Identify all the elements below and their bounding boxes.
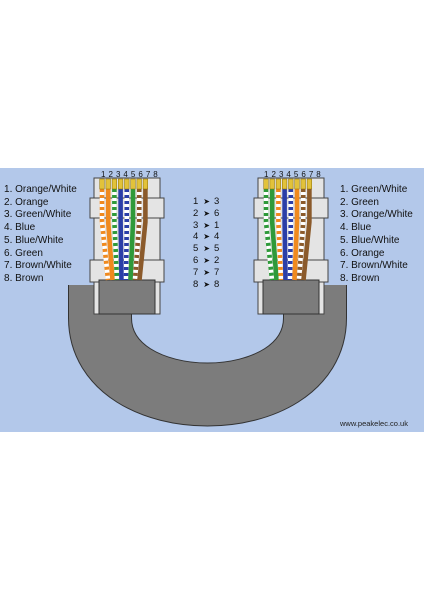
pin-map-row: 7➤7 xyxy=(193,266,220,278)
legend-row-7: 7. Brown/White xyxy=(340,260,408,272)
legend-row-6: 6. Green xyxy=(4,247,43,259)
arrow-right-icon: ➤ xyxy=(203,232,210,242)
gold-contact xyxy=(282,178,288,190)
left-wire-legend: 1. Orange/White 2. Orange 3. Green/White… xyxy=(4,184,77,286)
gold-contact xyxy=(105,178,111,190)
gold-contact xyxy=(130,178,136,190)
arrow-right-icon: ➤ xyxy=(203,267,210,277)
wire-stripe xyxy=(123,186,130,281)
legend-row-8: 8. Brown xyxy=(4,272,44,284)
gold-contact xyxy=(99,178,105,190)
pin-map-row: 3➤1 xyxy=(193,219,220,231)
website-credit: www.peakelec.co.uk xyxy=(340,419,408,428)
wire-stripe xyxy=(99,186,111,281)
pin-map-row: 2➤6 xyxy=(193,207,220,219)
cable-illustration xyxy=(68,177,347,427)
wire-stripe xyxy=(287,186,294,281)
right-wire-legend: 1. Green/White 2. Green 3. Orange/White … xyxy=(340,184,413,286)
wire-stripe xyxy=(296,186,306,281)
wire-green xyxy=(128,186,136,281)
wire-brown xyxy=(301,186,312,281)
wire-stripe xyxy=(112,186,120,281)
gold-contact xyxy=(275,178,281,190)
wire-green xyxy=(269,186,279,281)
gold-contact xyxy=(269,178,275,190)
legend-row-1: 1. Green/White xyxy=(340,184,408,195)
right-pin-numbers: 1 2 3 4 5 6 7 8 xyxy=(264,170,322,179)
cable-boot xyxy=(262,279,320,315)
right-rj45-plug xyxy=(253,177,329,315)
legend-row-1: 1. Orange/White xyxy=(4,184,77,195)
legend-row-3: 3. Green/White xyxy=(4,209,72,221)
arrow-right-icon: ➤ xyxy=(203,220,210,230)
legend-row-2: 2. Green xyxy=(340,196,379,208)
pin-mapping-table: 1➤3 2➤6 3➤1 4➤4 5➤5 6➤2 7➤7 8➤8 xyxy=(193,196,219,290)
wire-stripe xyxy=(263,186,275,281)
wire-stripe xyxy=(132,186,142,281)
arrow-right-icon: ➤ xyxy=(203,255,210,265)
gold-contact xyxy=(300,178,306,190)
wire-brown xyxy=(137,186,148,281)
legend-row-3: 3. Orange/White xyxy=(340,209,413,221)
gold-contact xyxy=(124,178,130,190)
legend-row-2: 2. Orange xyxy=(4,196,49,208)
arrow-right-icon: ➤ xyxy=(203,279,210,289)
legend-row-4: 4. Blue xyxy=(4,222,36,234)
gold-contact xyxy=(142,178,148,190)
legend-row-7: 7. Brown/White xyxy=(4,260,72,272)
left-rj45-plug xyxy=(89,177,165,315)
wire-stripe xyxy=(276,186,284,281)
wire-blue xyxy=(118,186,124,281)
cable-boot xyxy=(98,279,156,315)
pin-map-row: 8➤8 xyxy=(193,278,220,290)
legend-row-5: 5. Blue/White xyxy=(340,234,400,246)
crossover-cable-diagram xyxy=(0,168,424,432)
legend-row-8: 8. Brown xyxy=(340,272,380,284)
gold-contact xyxy=(136,178,142,190)
gold-contact xyxy=(263,178,269,190)
pin-map-row: 5➤5 xyxy=(193,243,220,255)
legend-row-5: 5. Blue/White xyxy=(4,234,64,246)
pin-map-row: 4➤4 xyxy=(193,231,220,243)
wire-orange xyxy=(292,186,300,281)
arrow-right-icon: ➤ xyxy=(203,244,210,254)
gold-contact xyxy=(306,178,312,190)
wire-orange xyxy=(105,186,115,281)
arrow-right-icon: ➤ xyxy=(203,197,210,206)
wire-blue xyxy=(282,186,288,281)
gold-contact xyxy=(288,178,294,190)
legend-row-4: 4. Blue xyxy=(340,222,372,234)
gold-contact xyxy=(111,178,117,190)
pin-map-row: 1➤3 xyxy=(193,196,220,207)
left-pin-numbers: 1 2 3 4 5 6 7 8 xyxy=(101,170,159,179)
gold-contact xyxy=(294,178,300,190)
gold-contact xyxy=(118,178,124,190)
cable-jacket-fill xyxy=(69,285,346,426)
legend-row-6: 6. Orange xyxy=(340,247,385,259)
arrow-right-icon: ➤ xyxy=(203,208,210,218)
pin-map-row: 6➤2 xyxy=(193,254,220,266)
